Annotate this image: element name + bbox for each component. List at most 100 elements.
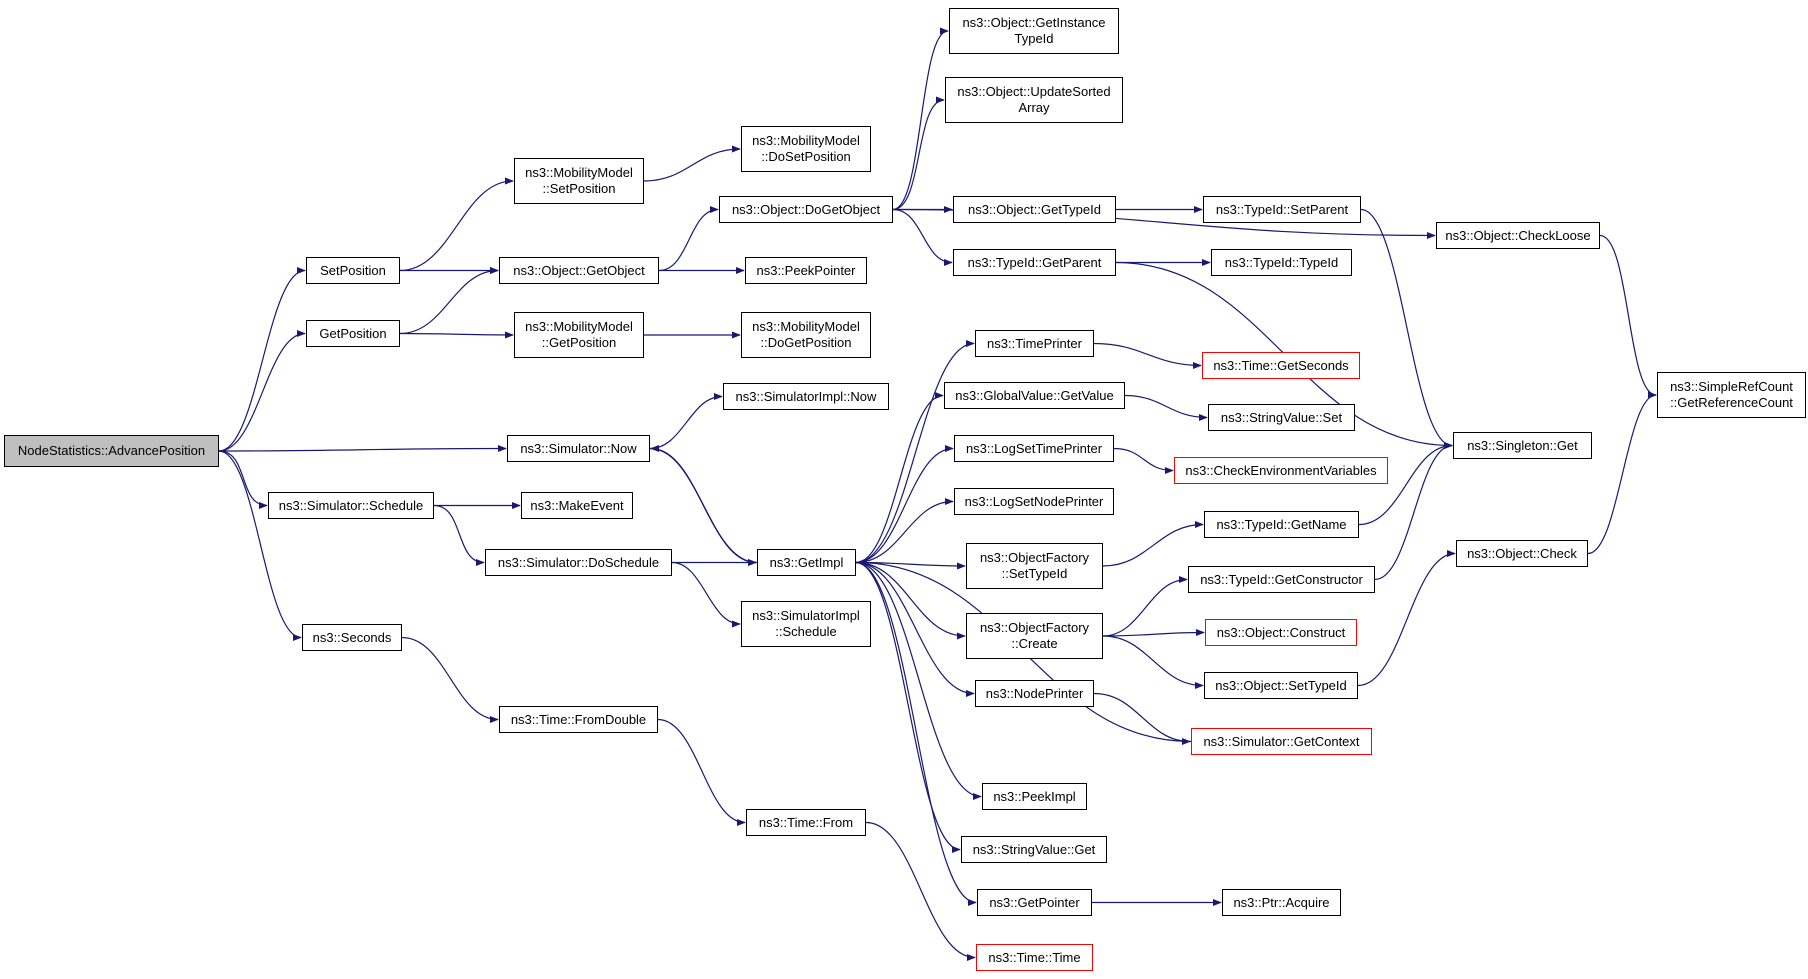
node-label: ns3::GlobalValue::GetValue	[955, 387, 1114, 403]
node-mm-dogetpos[interactable]: ns3::MobilityModel::DoGetPosition	[741, 312, 871, 358]
node-fromdouble[interactable]: ns3::Time::FromDouble	[499, 706, 658, 733]
node-label: ns3::StringValue::Set	[1220, 409, 1343, 425]
node-time-getseconds[interactable]: ns3::Time::GetSeconds	[1202, 352, 1360, 379]
edge-dogetobject-to-updatesorted	[892, 96, 945, 211]
node-obj-settypeid[interactable]: ns3::Object::SetTypeId	[1204, 672, 1358, 699]
edge-mm-setpos-to-mm-dosetpos	[643, 145, 741, 182]
edge-getimpl-to-peekimpl	[855, 561, 982, 801]
node-checkenv[interactable]: ns3::CheckEnvironmentVariables	[1174, 457, 1388, 484]
node-logsetnodeprinter[interactable]: ns3::LogSetNodePrinter	[954, 488, 1114, 515]
edge-tid-setparent-to-singleton-get	[1360, 208, 1453, 450]
node-seconds[interactable]: ns3::Seconds	[302, 624, 402, 651]
node-time-from[interactable]: ns3::Time::From	[746, 809, 866, 836]
node-label: SetPosition	[320, 262, 386, 278]
node-tid-getname[interactable]: ns3::TypeId::GetName	[1204, 511, 1359, 538]
node-getrefcount[interactable]: ns3::SimpleRefCount::GetReferenceCount	[1657, 372, 1806, 418]
node-advance[interactable]: NodeStatistics::AdvancePosition	[4, 435, 219, 467]
node-label: ns3::PeekImpl	[993, 788, 1076, 804]
node-label: ns3::Simulator::Schedule	[278, 497, 424, 513]
node-tid-typeid[interactable]: ns3::TypeId::TypeId	[1211, 249, 1352, 276]
node-doschedule[interactable]: ns3::Simulator::DoSchedule	[485, 549, 672, 576]
node-dogetobject[interactable]: ns3::Object::DoGetObject	[719, 196, 893, 223]
node-tid-setparent[interactable]: ns3::TypeId::SetParent	[1203, 196, 1361, 223]
node-sv-get[interactable]: ns3::StringValue::Get	[961, 836, 1107, 863]
node-label: ns3::LogSetTimePrinter	[965, 440, 1103, 456]
edge-sched-to-doschedule	[433, 504, 485, 567]
edge-seconds-to-fromdouble	[401, 636, 499, 724]
node-label: ns3::TimePrinter	[987, 335, 1082, 351]
node-setpos[interactable]: SetPosition	[306, 257, 400, 284]
node-label: ns3::CheckEnvironmentVariables	[1185, 462, 1377, 478]
node-label: ns3::SimulatorImpl::Now	[735, 388, 877, 404]
node-label: ns3::ObjectFactory	[979, 550, 1090, 565]
edge-time-from-to-time-time	[865, 821, 976, 962]
node-time-time[interactable]: ns3::Time::Time	[976, 944, 1093, 971]
edge-getimpl-to-nodeprinter	[855, 561, 975, 698]
edge-dogetobject-to-getinstancetypeid	[892, 27, 949, 211]
node-ptr-acquire[interactable]: ns3::Ptr::Acquire	[1222, 889, 1341, 916]
node-label: ns3::Ptr::Acquire	[1233, 894, 1330, 910]
node-label: ns3::Time::FromDouble	[510, 711, 647, 727]
node-getparent[interactable]: ns3::TypeId::GetParent	[953, 249, 1116, 276]
node-peekimpl[interactable]: ns3::PeekImpl	[982, 783, 1087, 810]
node-simimpl-now[interactable]: ns3::SimulatorImpl::Now	[723, 383, 889, 410]
edge-obj-check-to-getrefcount	[1587, 391, 1657, 555]
node-sched[interactable]: ns3::Simulator::Schedule	[268, 492, 434, 519]
node-label: ns3::TypeId::GetConstructor	[1200, 571, 1363, 587]
edge-gv-getvalue-to-sv-set	[1124, 394, 1208, 422]
edge-of-settypeid-to-tid-getname	[1102, 520, 1204, 567]
node-logsettimeprinter[interactable]: ns3::LogSetTimePrinter	[954, 435, 1114, 462]
edge-logsettimeprinter-to-checkenv	[1113, 447, 1174, 475]
node-label: ns3::Object::GetInstance	[962, 15, 1106, 30]
node-peekpointer[interactable]: ns3::PeekPointer	[745, 257, 867, 284]
node-label: ns3::Object::Construct	[1216, 624, 1346, 640]
node-mm-dosetpos[interactable]: ns3::MobilityModel::DoSetPosition	[741, 126, 871, 172]
node-of-create[interactable]: ns3::ObjectFactory::Create	[966, 613, 1103, 659]
node-label: ::Create	[1011, 636, 1058, 651]
edge-sim-now-to-simimpl-now	[649, 392, 723, 450]
edge-obj-settypeid-to-obj-check	[1357, 549, 1456, 687]
node-gettypeid[interactable]: ns3::Object::GetTypeId	[953, 196, 1116, 223]
node-label: ns3::TypeId::GetParent	[967, 254, 1102, 270]
node-singleton-get[interactable]: ns3::Singleton::Get	[1453, 432, 1592, 459]
node-obj-construct[interactable]: ns3::Object::Construct	[1205, 619, 1357, 646]
node-getobject[interactable]: ns3::Object::GetObject	[499, 257, 659, 284]
edge-getimpl-to-getpointer	[855, 561, 977, 907]
node-label: ns3::Time::GetSeconds	[1213, 357, 1349, 373]
node-makeevent[interactable]: ns3::MakeEvent	[521, 492, 633, 519]
node-sim-now[interactable]: ns3::Simulator::Now	[507, 435, 650, 462]
node-label: ::Schedule	[775, 624, 837, 639]
node-label: ns3::GetPointer	[989, 894, 1080, 910]
node-getpointer[interactable]: ns3::GetPointer	[977, 889, 1092, 916]
node-timeprinter[interactable]: ns3::TimePrinter	[975, 330, 1094, 357]
node-label: ns3::PeekPointer	[756, 262, 856, 278]
node-of-settypeid[interactable]: ns3::ObjectFactory::SetTypeId	[966, 543, 1103, 589]
node-getpos[interactable]: GetPosition	[306, 320, 400, 347]
node-mm-getpos[interactable]: ns3::MobilityModel::GetPosition	[514, 312, 644, 358]
node-tid-getconstructor[interactable]: ns3::TypeId::GetConstructor	[1188, 566, 1375, 593]
node-sv-set[interactable]: ns3::StringValue::Set	[1208, 404, 1355, 431]
call-edges	[218, 27, 1657, 962]
node-nodeprinter[interactable]: ns3::NodePrinter	[975, 680, 1094, 707]
node-label: ns3::LogSetNodePrinter	[964, 493, 1104, 509]
node-label: ns3::Simulator::DoSchedule	[497, 554, 660, 570]
node-label: ns3::NodePrinter	[985, 685, 1084, 701]
node-label: ns3::MobilityModel	[752, 319, 860, 334]
node-label: ns3::StringValue::Get	[972, 841, 1096, 857]
node-label: ns3::TypeId::TypeId	[1224, 254, 1339, 270]
node-label: ::DoSetPosition	[761, 149, 851, 164]
node-label: ns3::Singleton::Get	[1467, 437, 1578, 453]
node-label: ns3::Seconds	[312, 629, 392, 645]
node-label: ::DoGetPosition	[760, 335, 852, 350]
node-getimpl[interactable]: ns3::GetImpl	[757, 549, 856, 576]
node-simimpl-sched[interactable]: ns3::SimulatorImpl::Schedule	[741, 601, 871, 647]
node-checkloose[interactable]: ns3::Object::CheckLoose	[1436, 222, 1600, 249]
node-gv-getvalue[interactable]: ns3::GlobalValue::GetValue	[944, 382, 1125, 409]
node-obj-check[interactable]: ns3::Object::Check	[1456, 540, 1588, 567]
node-sim-getcontext[interactable]: ns3::Simulator::GetContext	[1191, 728, 1372, 755]
node-mm-setpos[interactable]: ns3::MobilityModel::SetPosition	[514, 158, 644, 204]
node-label: ns3::Simulator::Now	[520, 440, 637, 456]
